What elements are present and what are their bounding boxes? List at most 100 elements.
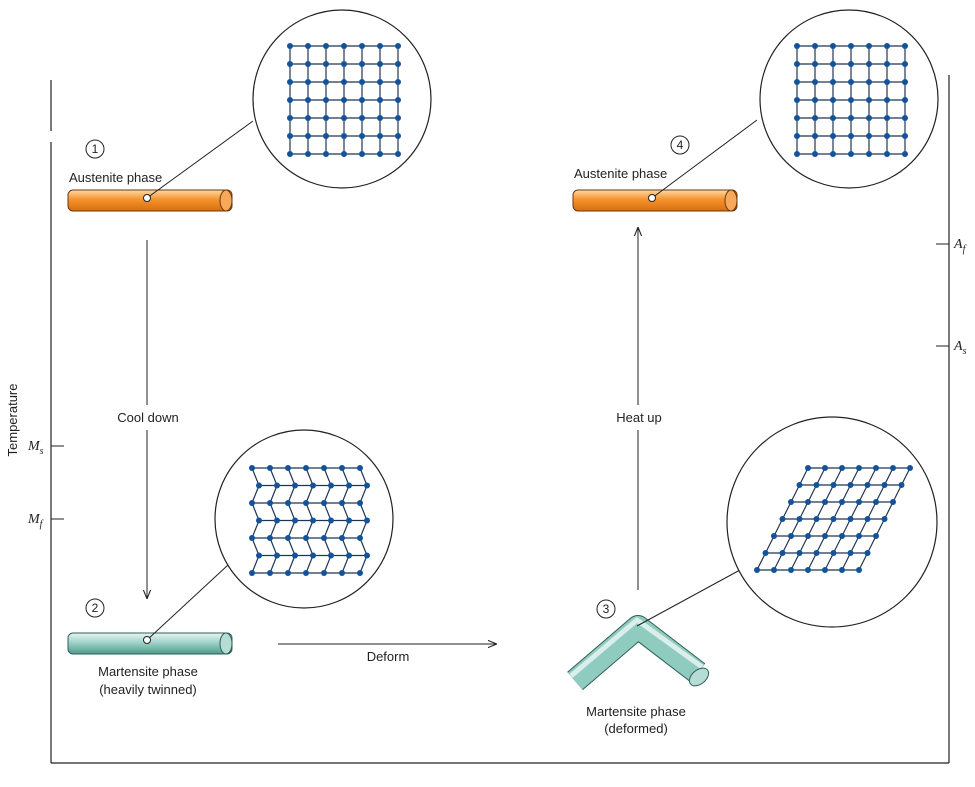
lattice-atom	[830, 115, 836, 121]
lattice-bond	[269, 485, 278, 504]
lattice-atom	[274, 517, 280, 524]
lattice-atom	[794, 151, 800, 157]
lattice-atom	[856, 499, 862, 505]
lattice-bond	[359, 555, 368, 574]
deform-arrow: Deform	[278, 644, 496, 664]
lattice-atom	[856, 567, 862, 573]
lattice-atom	[754, 567, 760, 573]
lattice-atom	[813, 482, 820, 488]
lattice-atom	[377, 79, 383, 85]
lattice-atom	[771, 567, 777, 573]
lattice-atom	[864, 516, 871, 522]
lattice-atom	[339, 570, 345, 576]
diagram-frame	[50, 75, 950, 764]
lattice-atom	[847, 482, 854, 488]
lattice-atom	[341, 43, 347, 49]
mf-label: Mf	[27, 512, 44, 530]
lattice-atom	[321, 500, 327, 506]
lattice-atom	[341, 151, 347, 157]
lattice-atom	[303, 465, 309, 471]
lattice-atom	[866, 61, 872, 67]
lattice-austenite-4	[794, 43, 908, 157]
lattice-atom	[364, 517, 370, 524]
lattice-atom	[890, 465, 896, 471]
lattice-bond	[798, 535, 809, 554]
lattice-atom	[359, 61, 365, 67]
lattice-atom	[287, 151, 293, 157]
lattice-bond	[764, 535, 775, 554]
lattice-atom	[328, 552, 334, 559]
lattice-bond	[305, 520, 314, 539]
lattice-bond	[323, 467, 332, 486]
lattice-bond	[832, 501, 843, 520]
lattice-bond	[287, 502, 296, 521]
lattice-martensite-deformed	[754, 465, 913, 573]
lattice-atom	[359, 133, 365, 139]
lattice-bond	[892, 484, 903, 503]
lattice-atom	[866, 97, 872, 103]
lattice-bond	[305, 485, 314, 504]
lattice-atom	[884, 97, 890, 103]
lattice-atom	[395, 151, 401, 157]
heat-up-label: Heat up	[616, 410, 662, 425]
lattice-atom	[890, 499, 896, 505]
lattice-atom	[339, 500, 345, 506]
lattice-atom	[813, 550, 820, 556]
lattice-atom	[866, 151, 872, 157]
stage1-number-circle	[85, 139, 105, 159]
lattice-atom	[873, 465, 879, 471]
lattice-atom	[377, 43, 383, 49]
lattice-bond	[798, 467, 809, 486]
lattice-atom	[788, 567, 794, 573]
lattice-bond	[359, 502, 368, 521]
lattice-bond	[866, 535, 877, 554]
lattice-atom	[256, 482, 262, 489]
lattice-atom	[285, 570, 291, 576]
lattice-bond	[341, 537, 350, 556]
lattice-bond	[807, 484, 818, 503]
lattice-atom	[287, 97, 293, 103]
lattice-atom	[830, 516, 837, 522]
lattice-bond	[798, 501, 809, 520]
lattice-atom	[328, 482, 334, 489]
lattice-atom	[341, 97, 347, 103]
lattice-atom	[848, 97, 854, 103]
lattice-bond	[323, 485, 332, 504]
lattice-bond	[251, 520, 260, 539]
lattice-atom	[305, 151, 311, 157]
lattice-atom	[359, 151, 365, 157]
lattice-atom	[881, 516, 888, 522]
lattice-bond	[841, 518, 852, 537]
lattice-bond	[900, 467, 911, 486]
lattice-atom	[848, 61, 854, 67]
lattice-bond	[858, 484, 869, 503]
lattice-atom	[788, 533, 794, 539]
lattice-atom	[907, 465, 913, 471]
lattice-bond	[251, 485, 260, 504]
lattice-atom	[287, 43, 293, 49]
lattice-bond	[790, 484, 801, 503]
cool-down-label: Cool down	[117, 410, 178, 425]
stage2-number: 2	[92, 601, 99, 615]
lattice-atom	[321, 465, 327, 471]
lattice-atom	[856, 465, 862, 471]
lattice-atom	[395, 79, 401, 85]
lattice-atom	[847, 516, 854, 522]
heat-up-arrow: Heat up	[616, 228, 662, 590]
lattice-atom	[830, 61, 836, 67]
stage4-austenite: 4 Austenite phase	[572, 9, 939, 212]
lattice-atom	[395, 43, 401, 49]
lattice-atom	[267, 500, 273, 506]
lattice-atom	[813, 516, 820, 522]
lattice-bond	[815, 467, 826, 486]
lattice-bond	[341, 502, 350, 521]
lattice-bond	[807, 518, 818, 537]
lattice-bond	[251, 537, 260, 556]
martensite-rod-bent	[567, 615, 710, 691]
lattice-bond	[251, 467, 260, 486]
lattice-atom	[346, 517, 352, 524]
stage2-label-line1: Martensite phase	[98, 664, 198, 679]
lattice-bond	[756, 552, 767, 571]
lattice-atom	[794, 133, 800, 139]
